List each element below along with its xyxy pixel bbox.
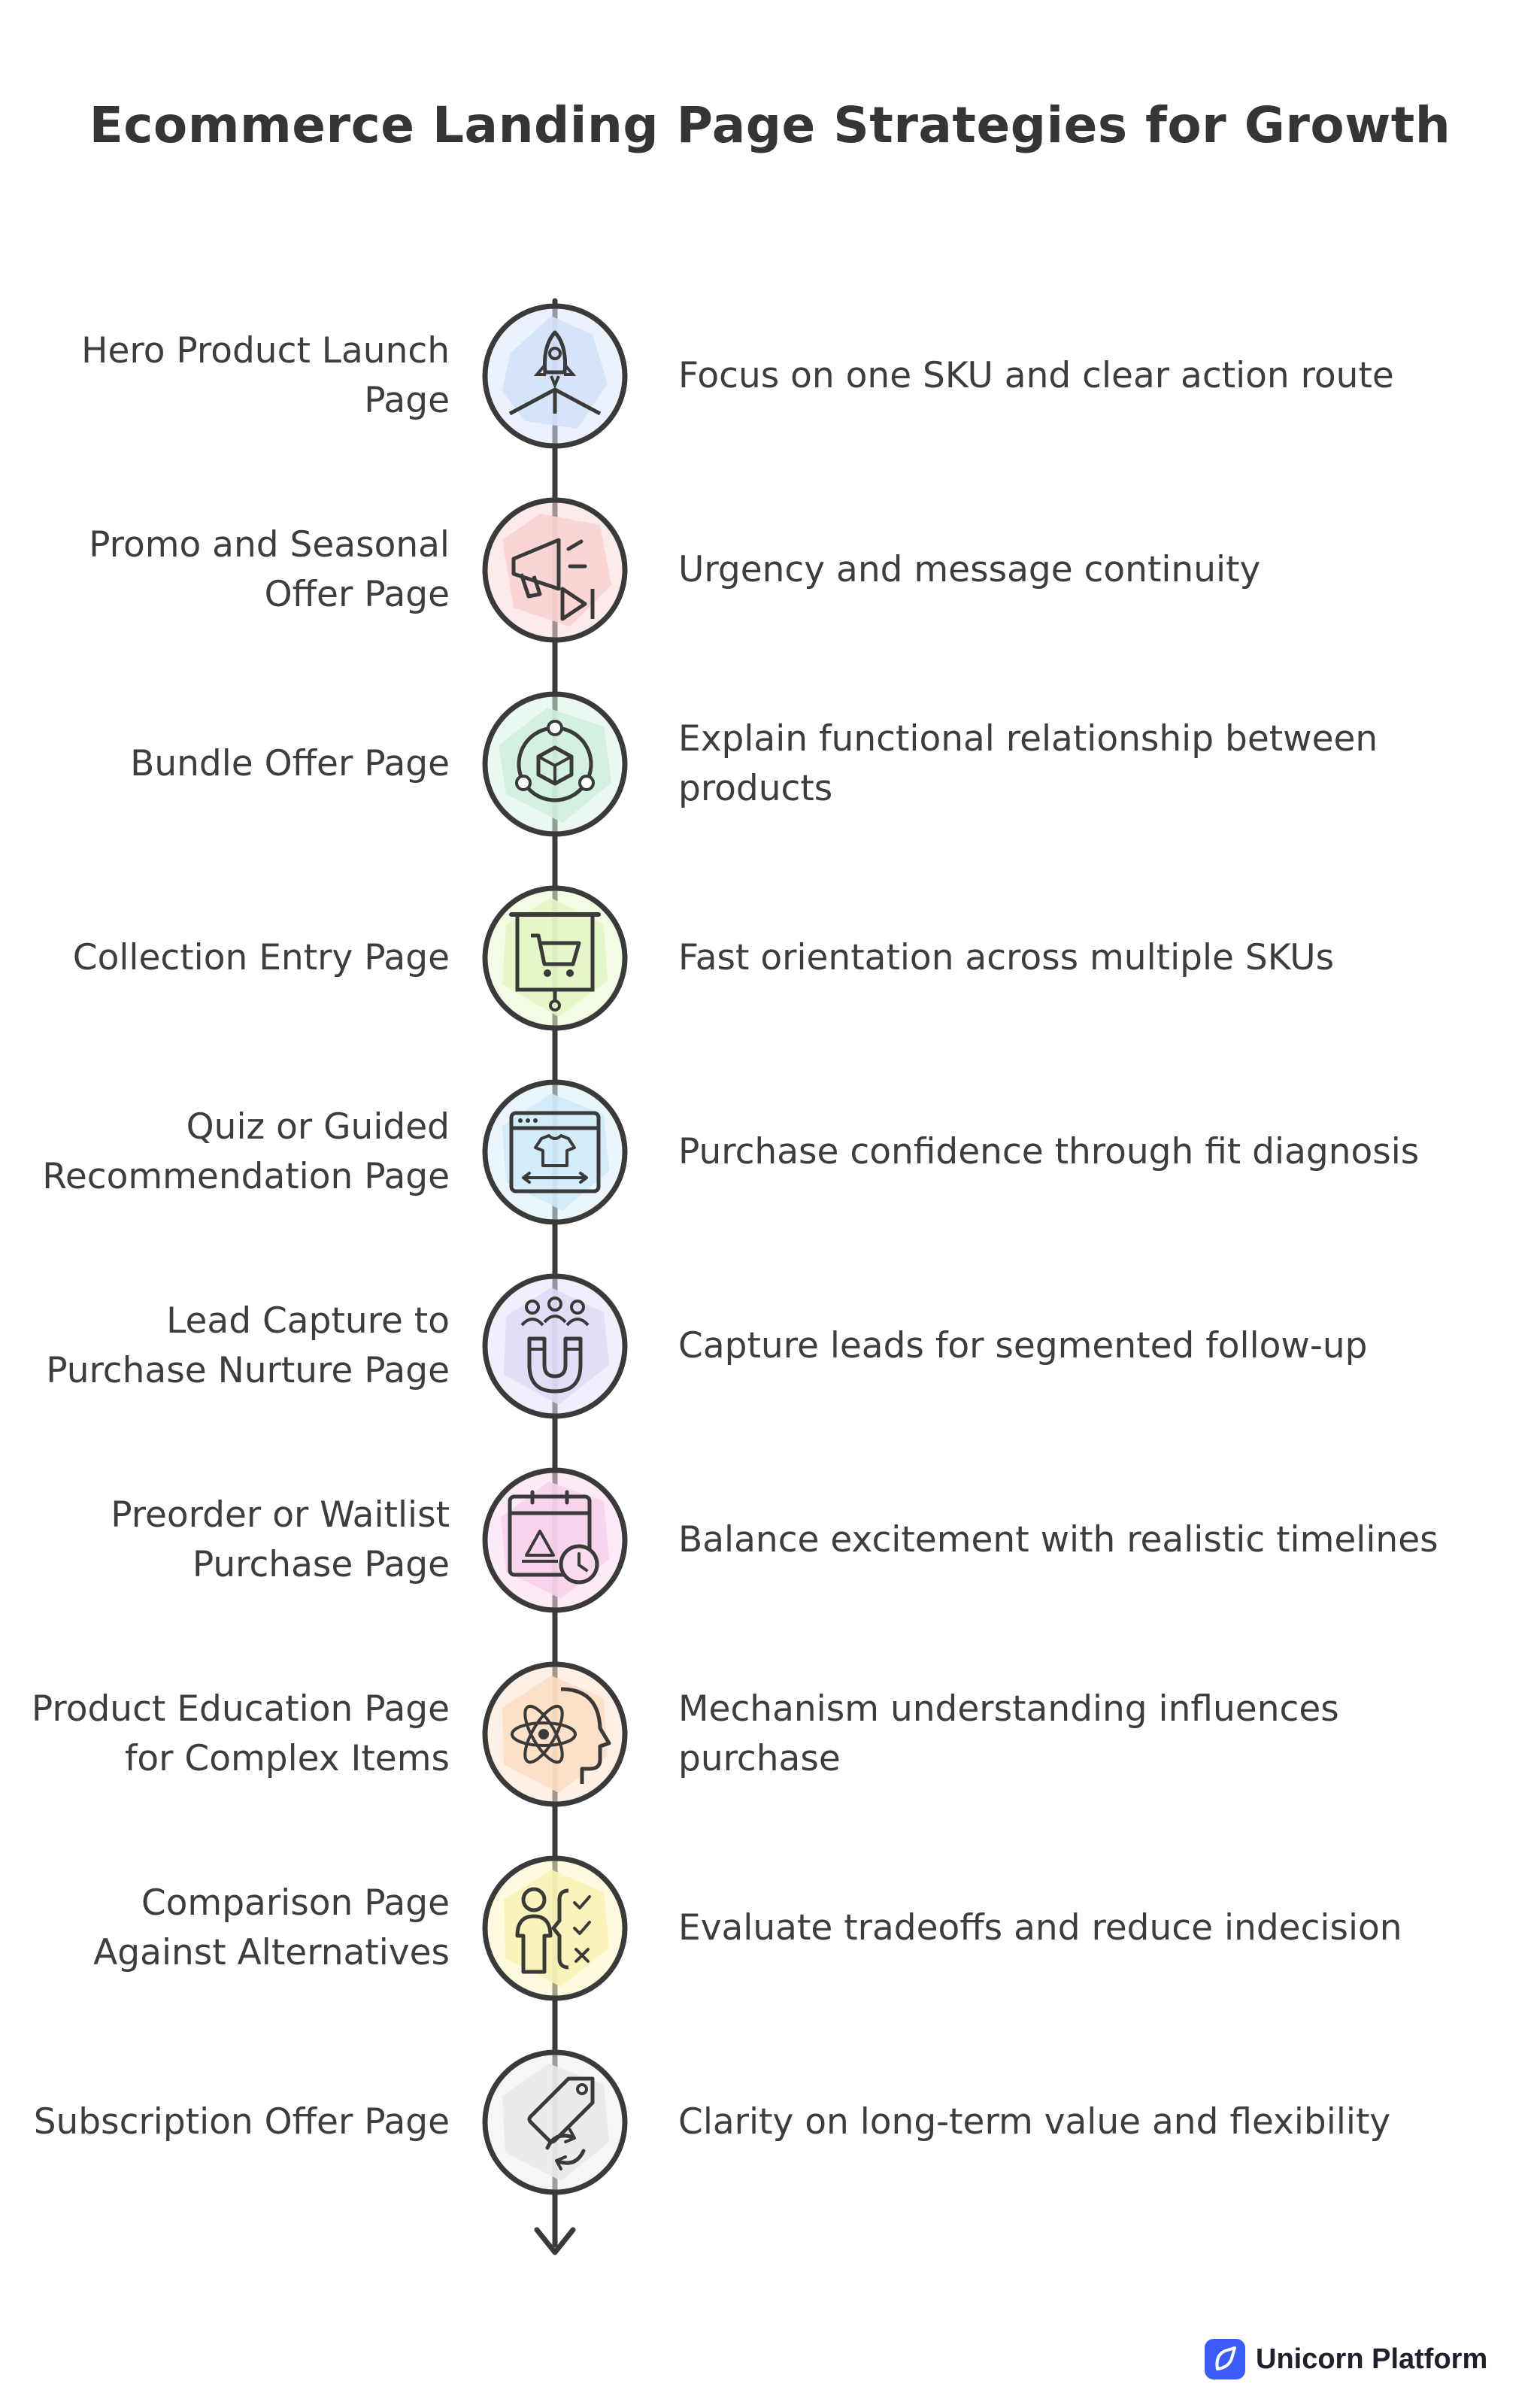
step-label: Hero Product Launch Page [81, 330, 450, 421]
step-label: Preorder or Waitlist Purchase Page [111, 1494, 450, 1585]
step-node [480, 1853, 630, 2003]
step-subscription: Subscription Offer Page Clarity on long-… [0, 2047, 1540, 2197]
magnet-people-icon [482, 1273, 628, 1419]
unicorn-logo-icon [1205, 2339, 1245, 2379]
step-node [480, 1271, 630, 1421]
page-title: Ecommerce Landing Page Strategies for Gr… [89, 96, 1451, 154]
step-bundle-offer: Bundle Offer Page Explain functional rel… [0, 689, 1540, 839]
tag-refresh-icon [482, 2049, 628, 2195]
calendar-clock-icon [482, 1467, 628, 1613]
step-label: Bundle Offer Page [130, 743, 450, 784]
step-description: Purchase confidence through fit diagnosi… [678, 1131, 1420, 1172]
step-label: Promo and Seasonal Offer Page [89, 524, 450, 615]
megaphone-icon [482, 497, 628, 643]
step-description: Mechanism understanding influences purch… [678, 1688, 1339, 1779]
cube-network-icon [482, 691, 628, 837]
step-label: Product Education Page for Complex Items [31, 1688, 450, 1779]
brand-watermark: Unicorn Platform [1205, 2337, 1487, 2381]
atom-head-icon [482, 1661, 628, 1807]
step-product-education: Product Education Page for Complex Items… [0, 1659, 1540, 1809]
step-lead-capture: Lead Capture to Purchase Nurture Page Ca… [0, 1271, 1540, 1421]
step-hero-product-launch: Hero Product Launch Page Focus on one SK… [0, 301, 1540, 451]
cart-board-icon [482, 885, 628, 1031]
arrow-down-icon [534, 2227, 576, 2255]
step-node [480, 1659, 630, 1809]
step-node [480, 883, 630, 1033]
step-node [480, 689, 630, 839]
rocket-launch-icon [482, 303, 628, 449]
step-promo-seasonal: Promo and Seasonal Offer Page Urgency an… [0, 495, 1540, 645]
step-label: Subscription Offer Page [33, 2101, 450, 2143]
step-description: Urgency and message continuity [678, 549, 1261, 590]
step-node [480, 1077, 630, 1227]
step-preorder-waitlist: Preorder or Waitlist Purchase Page Balan… [0, 1465, 1540, 1615]
step-description: Clarity on long-term value and flexibili… [678, 2101, 1391, 2143]
brand-name: Unicorn Platform [1256, 2343, 1488, 2375]
step-label: Comparison Page Against Alternatives [93, 1882, 450, 1973]
step-collection-entry: Collection Entry Page Fast orientation a… [0, 883, 1540, 1033]
step-node [480, 495, 630, 645]
step-quiz-guided: Quiz or Guided Recommendation Page Purch… [0, 1077, 1540, 1227]
step-description: Evaluate tradeoffs and reduce indecision [678, 1907, 1402, 1949]
step-description: Balance excitement with realistic timeli… [678, 1519, 1438, 1560]
person-checklist-icon [482, 1855, 628, 2001]
step-node [480, 2047, 630, 2197]
step-description: Focus on one SKU and clear action route [678, 355, 1394, 396]
step-node [480, 301, 630, 451]
step-label: Collection Entry Page [72, 937, 450, 978]
step-description: Fast orientation across multiple SKUs [678, 937, 1335, 978]
shirt-browser-icon [482, 1079, 628, 1225]
step-label: Quiz or Guided Recommendation Page [42, 1106, 450, 1197]
step-node [480, 1465, 630, 1615]
step-comparison: Comparison Page Against Alternatives Eva… [0, 1853, 1540, 2003]
step-description: Capture leads for segmented follow-up [678, 1325, 1368, 1366]
step-label: Lead Capture to Purchase Nurture Page [46, 1300, 450, 1391]
step-description: Explain functional relationship between … [678, 718, 1378, 809]
